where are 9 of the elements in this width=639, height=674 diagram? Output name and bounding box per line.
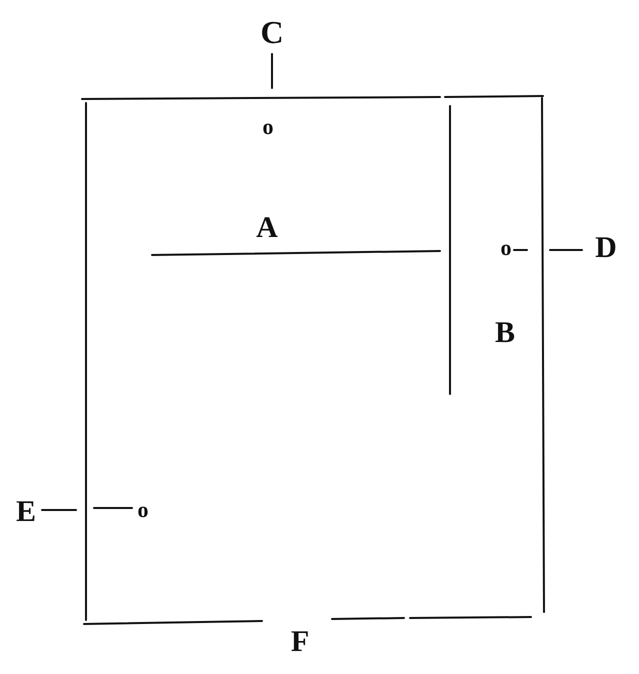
part-label: o <box>138 499 148 521</box>
part-label: o <box>262 116 274 138</box>
part-label: C <box>260 16 284 48</box>
part-label: B <box>495 318 515 348</box>
part-label: D <box>595 233 617 263</box>
part-label: A <box>256 213 278 243</box>
part-label: F <box>290 627 310 657</box>
part-label: o <box>500 237 512 259</box>
part-label: E <box>16 497 36 527</box>
